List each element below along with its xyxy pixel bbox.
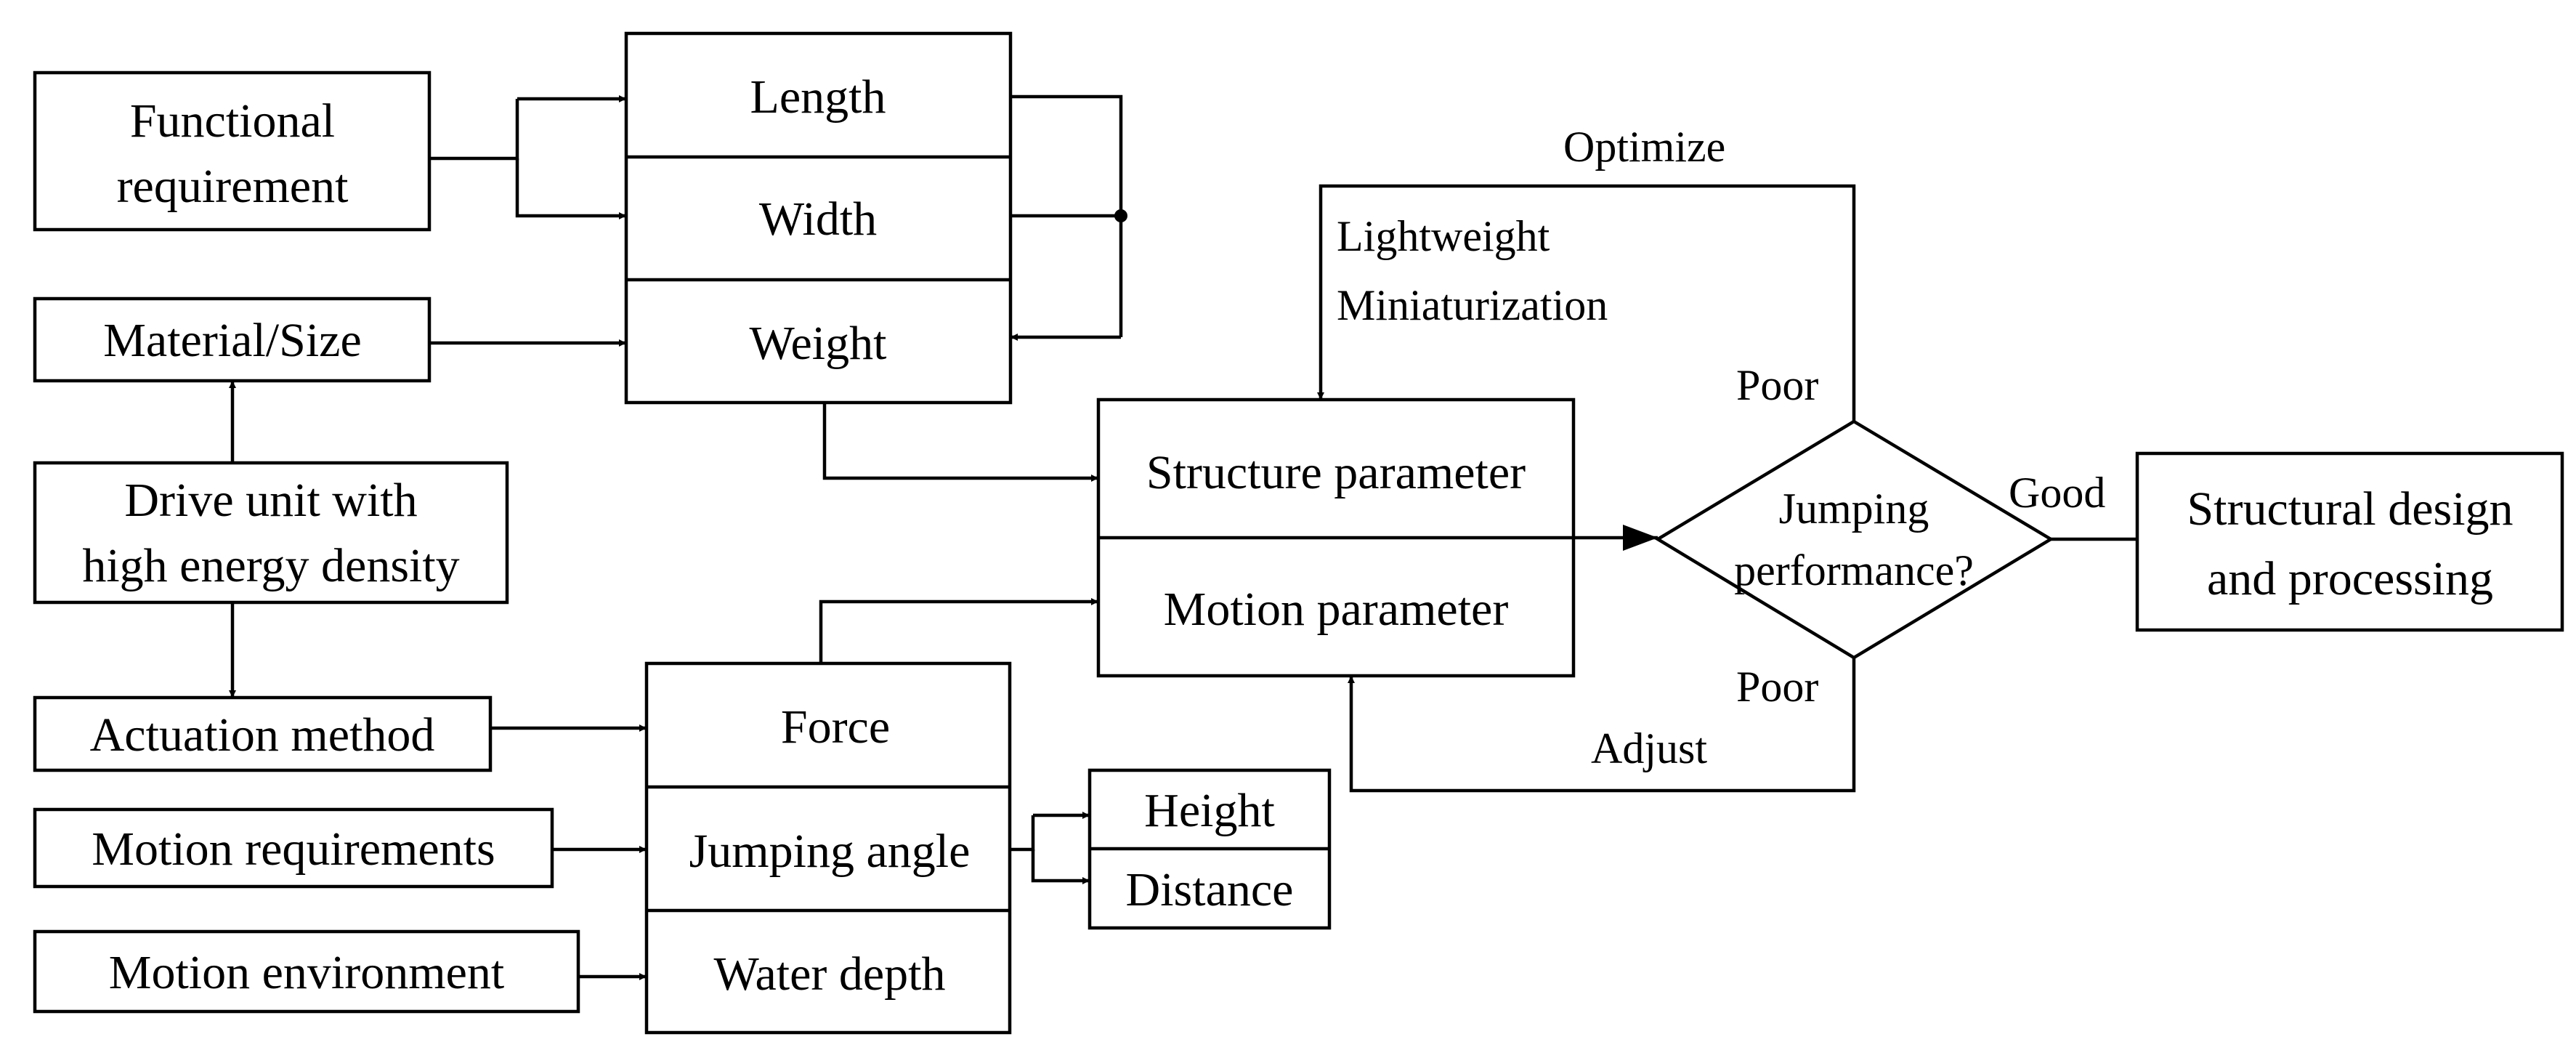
miniaturization-label: Miniaturization: [1337, 281, 1608, 329]
poor-bottom-label: Poor: [1736, 663, 1818, 711]
structural-design-label-2: and processing: [2207, 552, 2493, 605]
motion-requirements-label: Motion requirements: [92, 823, 495, 876]
connector-angle-trunk: [1010, 815, 1035, 852]
good-label: Good: [2009, 469, 2105, 517]
distance-cell: Distance: [1126, 863, 1294, 916]
parameter-stack: Structure parameter Motion parameter: [1096, 397, 1576, 678]
actuation-method-label: Actuation method: [90, 708, 435, 762]
junction-dot: [1114, 209, 1127, 222]
arrow-to-distance: [1031, 849, 1090, 884]
adjust-label: Adjust: [1591, 724, 1707, 772]
jumping-performance-decision: Jumping performance?: [1654, 419, 2054, 660]
connectors: [229, 94, 2137, 980]
actuation-method-node: Actuation method: [33, 695, 493, 772]
geometry-stack: Length Width Weight: [624, 31, 1013, 405]
functional-requirement-node: Functional requirement: [33, 70, 432, 232]
arrow-to-width: [515, 158, 626, 219]
decision-label-2: performance?: [1734, 546, 1974, 594]
motion-environment-label: Motion environment: [109, 946, 504, 999]
motion-environment-node: Motion environment: [33, 929, 580, 1014]
drive-unit-label-2: high energy density: [82, 539, 459, 592]
connector-length-loop: [1010, 94, 1123, 337]
weight-cell: Weight: [750, 317, 887, 370]
edge-labels: Optimize Lightweight Miniaturization Poo…: [1337, 123, 2105, 772]
arrow-weight-to-structure: [822, 403, 1098, 482]
structural-design-node: Structural design and processing: [2135, 451, 2564, 632]
optimize-label: Optimize: [1563, 123, 1725, 171]
arrow-optimize-loop: [1317, 184, 1856, 421]
structural-design-label-1: Structural design: [2187, 482, 2513, 536]
water-depth-cell: Water depth: [713, 948, 945, 1001]
material-size-node: Material/Size: [33, 296, 432, 383]
arrow-adjust-loop: [1348, 658, 1856, 793]
force-cell: Force: [781, 700, 890, 754]
decision-label-1: Jumping: [1779, 485, 1929, 533]
motion-parameter-cell: Motion parameter: [1164, 583, 1509, 636]
poor-top-label: Poor: [1736, 361, 1818, 409]
drive-unit-node: Drive unit with high energy density: [33, 461, 509, 605]
width-cell: Width: [759, 193, 877, 246]
structure-parameter-cell: Structure parameter: [1146, 446, 1526, 499]
height-distance-stack: Height Distance: [1087, 768, 1332, 930]
functional-requirement-label-1: Functional: [130, 94, 335, 148]
connector-functional-trunk: [429, 99, 519, 161]
height-cell: Height: [1144, 784, 1275, 837]
jumping-angle-cell: Jumping angle: [689, 825, 971, 878]
motion-requirements-node: Motion requirements: [33, 807, 554, 889]
length-cell: Length: [750, 70, 886, 124]
force-stack: Force Jumping angle Water depth: [644, 661, 1012, 1035]
material-size-label: Material/Size: [103, 314, 362, 367]
drive-unit-label-1: Drive unit with: [124, 474, 417, 527]
functional-requirement-label-2: requirement: [117, 160, 349, 213]
lightweight-label: Lightweight: [1337, 212, 1550, 260]
arrow-force-to-motion: [819, 598, 1098, 663]
